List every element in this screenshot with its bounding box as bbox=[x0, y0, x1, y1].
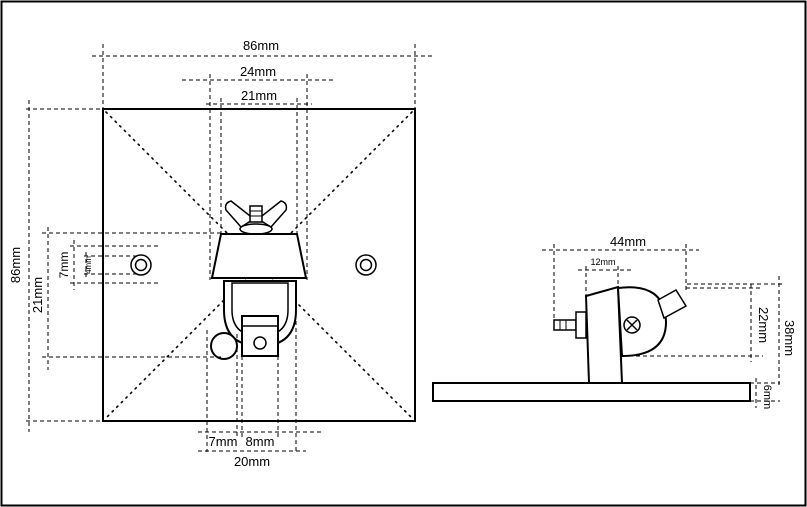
mount-hole-left bbox=[130, 254, 152, 276]
dim-front-height: 86mm bbox=[8, 247, 23, 283]
dim-bottom-c: 20mm bbox=[234, 454, 270, 469]
clip-square bbox=[241, 315, 279, 357]
side-bolt bbox=[553, 319, 577, 331]
clamp-block bbox=[210, 233, 308, 279]
dim-top-outer: 24mm bbox=[240, 64, 276, 79]
side-upright bbox=[584, 285, 624, 384]
dim-left-inner: 7mm bbox=[57, 252, 71, 279]
dim-left-outer: 21mm bbox=[30, 277, 45, 313]
dim-side-base: 6mm bbox=[761, 385, 773, 409]
wing-nut bbox=[224, 200, 288, 235]
dim-front-width: 86mm bbox=[243, 38, 279, 53]
dim-bottom-a: 7mm bbox=[209, 434, 238, 449]
dim-bottom-b: 8mm bbox=[246, 434, 275, 449]
small-cylinder bbox=[210, 332, 238, 360]
mount-hole-right bbox=[355, 254, 377, 276]
dim-side-small: 12mm bbox=[590, 257, 615, 267]
mount-hole-left-inner bbox=[134, 258, 148, 272]
side-nut bbox=[575, 311, 587, 339]
dim-left-small: 4mm bbox=[84, 256, 93, 274]
dim-side-h2: 38mm bbox=[782, 320, 797, 356]
dim-side-h1: 22mm bbox=[756, 307, 771, 343]
dim-top-inner: 21mm bbox=[241, 88, 277, 103]
side-nozzle bbox=[657, 288, 688, 320]
side-head bbox=[616, 286, 668, 358]
clip-hole bbox=[253, 336, 267, 350]
dim-side-width: 44mm bbox=[610, 234, 646, 249]
front-view: 86mm 24mm 21mm 86mm 21mm 7mm 4mm bbox=[8, 38, 432, 469]
side-base-plate bbox=[432, 382, 751, 402]
mount-hole-right-inner bbox=[359, 258, 373, 272]
side-view: 44mm 12mm 22mm 38mm 6mm bbox=[432, 234, 797, 409]
